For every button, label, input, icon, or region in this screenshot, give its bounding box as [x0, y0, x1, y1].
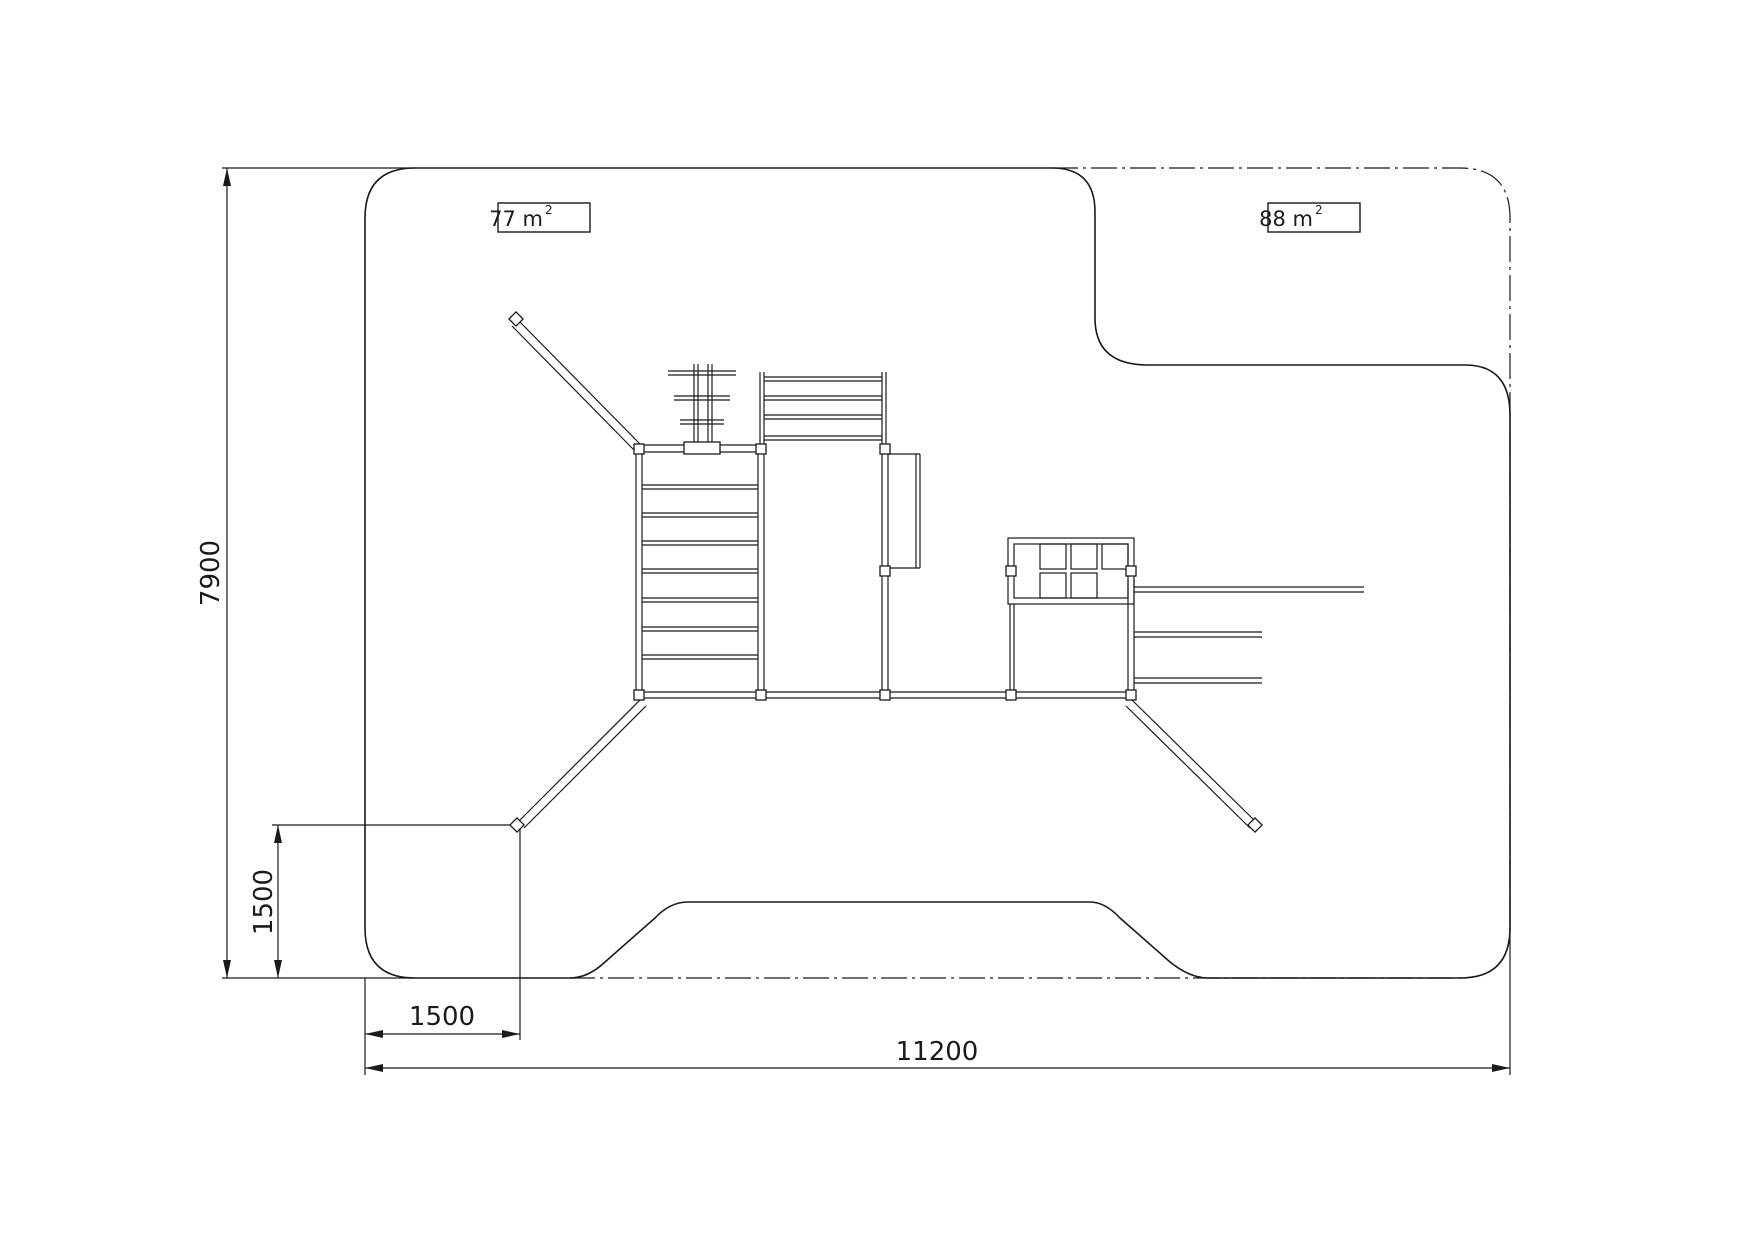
dimension-total-width: 11200: [365, 928, 1511, 1075]
dimension-total-height: 7900: [196, 167, 415, 979]
dimension-width-label: 11200: [896, 1037, 979, 1067]
dimension-corner-y-label: 1500: [249, 869, 279, 935]
wall-bars-section: [635, 444, 765, 695]
area-superscript-77: 2: [545, 203, 553, 217]
diagonal-brace-top-left: [508, 311, 641, 451]
area-label-88: 88 m 2: [1259, 202, 1361, 233]
rectangular-zone-outline: [570, 167, 1511, 979]
post-clamps: [633, 443, 1137, 701]
area-label-77: 77 m 2: [489, 202, 591, 233]
svg-text:88 m: 88 m: [1259, 207, 1313, 231]
push-up-bars: [668, 364, 736, 455]
parallel-bars: [1134, 586, 1364, 684]
area-superscript-88: 2: [1315, 203, 1323, 217]
window-panel: [1007, 537, 1135, 695]
diagonal-brace-bottom-left: [509, 699, 647, 833]
horizontal-ladder-top: [759, 372, 887, 448]
dimension-corner-x-label: 1500: [409, 1002, 475, 1032]
area-value-88: 88 m: [1259, 207, 1313, 231]
diagonal-brace-bottom-right: [1125, 699, 1263, 833]
playground-equipment: [508, 311, 1364, 833]
dimension-corner-height: 1500: [249, 824, 520, 978]
dimension-corner-width: 1500: [364, 825, 521, 1075]
dimension-height-label: 7900: [196, 540, 226, 606]
svg-text:77 m: 77 m: [489, 207, 543, 231]
safety-zone-outline: [364, 167, 1511, 979]
area-value-77: 77 m: [489, 207, 543, 231]
